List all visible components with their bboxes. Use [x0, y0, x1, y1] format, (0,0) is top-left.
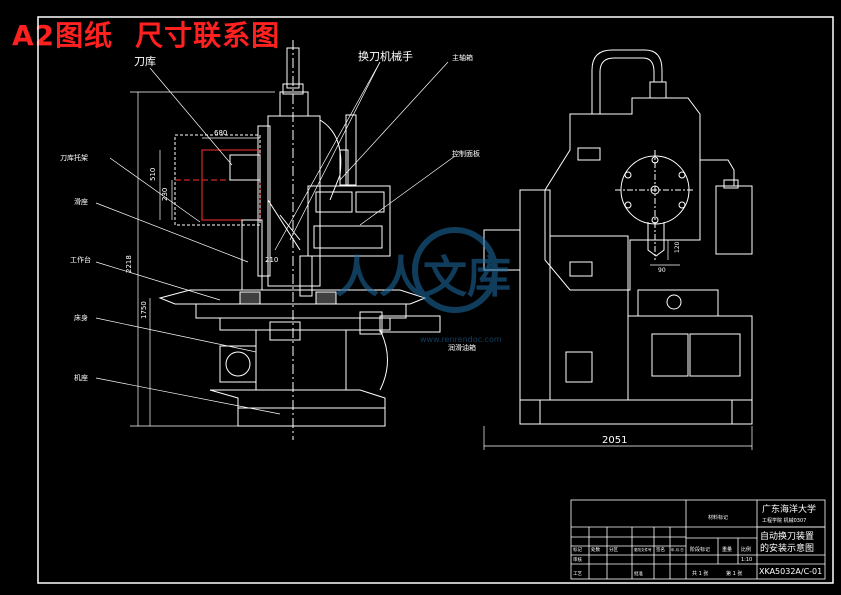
watermark-ring — [412, 227, 498, 313]
dim-680: 680 — [214, 129, 227, 137]
leader-lines — [95, 61, 456, 415]
dim-230: 230 — [161, 188, 169, 201]
dim-2051: 2051 — [602, 435, 627, 446]
sheet-border — [37, 16, 834, 584]
tb-sheet-no: 第 1 张 — [726, 570, 742, 577]
label-base: 机座 — [74, 373, 88, 382]
label-lube-box: 润滑油箱 — [448, 343, 476, 352]
tb-row-label-2: 分区 — [609, 546, 618, 553]
tb-process: 工艺 — [573, 571, 582, 577]
front-view — [158, 40, 441, 440]
dim-120: 120 — [674, 241, 681, 253]
tb-school: 广东海洋大学 — [762, 503, 816, 515]
label-spindle-box: 主轴箱 — [452, 53, 473, 62]
tb-approve: 批准 — [634, 570, 643, 577]
label-worktable: 工作台 — [70, 255, 91, 264]
tb-row-label-4: 签名 — [656, 546, 665, 553]
tb-row-label-0: 标记 — [573, 546, 582, 553]
tb-row-label-3: 更改文件号 — [634, 547, 652, 552]
side-dimension-text: 2051 120 90 — [602, 241, 681, 446]
title-part-sheet-size: A2图纸 — [12, 19, 114, 52]
front-dimension-text: 680 510 230 210 2218 1750 — [125, 129, 278, 319]
tb-material: 材料标记 — [708, 514, 728, 521]
front-dimensions — [130, 91, 275, 427]
tb-drawing-name-1: 自动换刀装置 — [760, 530, 814, 542]
tb-drawing-no: XKA5032A/C-01 — [759, 567, 822, 576]
watermark: 人人文库 www.renrendoc.com — [335, 227, 511, 344]
label-magazine-bracket: 刀库托架 — [60, 153, 88, 162]
label-tool-magazine: 刀库 — [134, 55, 156, 68]
title-block-text: 广东海洋大学 工程学院 机械0307 材料标记 自动换刀装置 的安装示意图 XK… — [573, 503, 822, 577]
tb-row-label-5: 年.月.日 — [671, 547, 684, 552]
tb-drawing-name-2: 的安装示意图 — [760, 542, 814, 554]
drawing-title-banner: A2图纸尺寸联系图 — [12, 14, 281, 52]
tb-row-label-1: 处数 — [591, 546, 600, 553]
title-part-drawing-name: 尺寸联系图 — [135, 19, 281, 52]
dim-210: 210 — [265, 256, 278, 264]
tb-scale-label: 比例 — [741, 546, 751, 553]
label-bed: 床身 — [74, 313, 88, 322]
dim-2218: 2218 — [125, 255, 133, 273]
side-dimensions — [483, 240, 753, 450]
tb-scale-value: 1:10 — [741, 557, 752, 563]
part-labels: 刀库 换刀机械手 主轴箱 刀库托架 滑座 工作台 控制面板 床身 机座 润滑油箱 — [60, 49, 480, 382]
tb-sheet-total: 共 1 张 — [692, 570, 708, 577]
label-control-panel: 控制面板 — [452, 149, 480, 158]
tb-stage-label: 阶段标记 — [690, 546, 710, 553]
dim-510: 510 — [149, 168, 157, 181]
label-slide: 滑座 — [74, 197, 88, 206]
dim-90: 90 — [658, 267, 666, 274]
watermark-text: 人人文库 — [335, 252, 511, 303]
watermark-url: www.renrendoc.com — [420, 335, 502, 344]
dim-1750: 1750 — [140, 301, 148, 319]
side-view — [483, 49, 753, 425]
label-tool-changer-arm: 换刀机械手 — [358, 49, 413, 63]
title-block — [570, 499, 826, 580]
tb-review: 审核 — [573, 556, 582, 563]
tb-weight-label: 重量 — [722, 546, 732, 553]
tb-dept: 工程学院 机械0307 — [762, 517, 806, 524]
